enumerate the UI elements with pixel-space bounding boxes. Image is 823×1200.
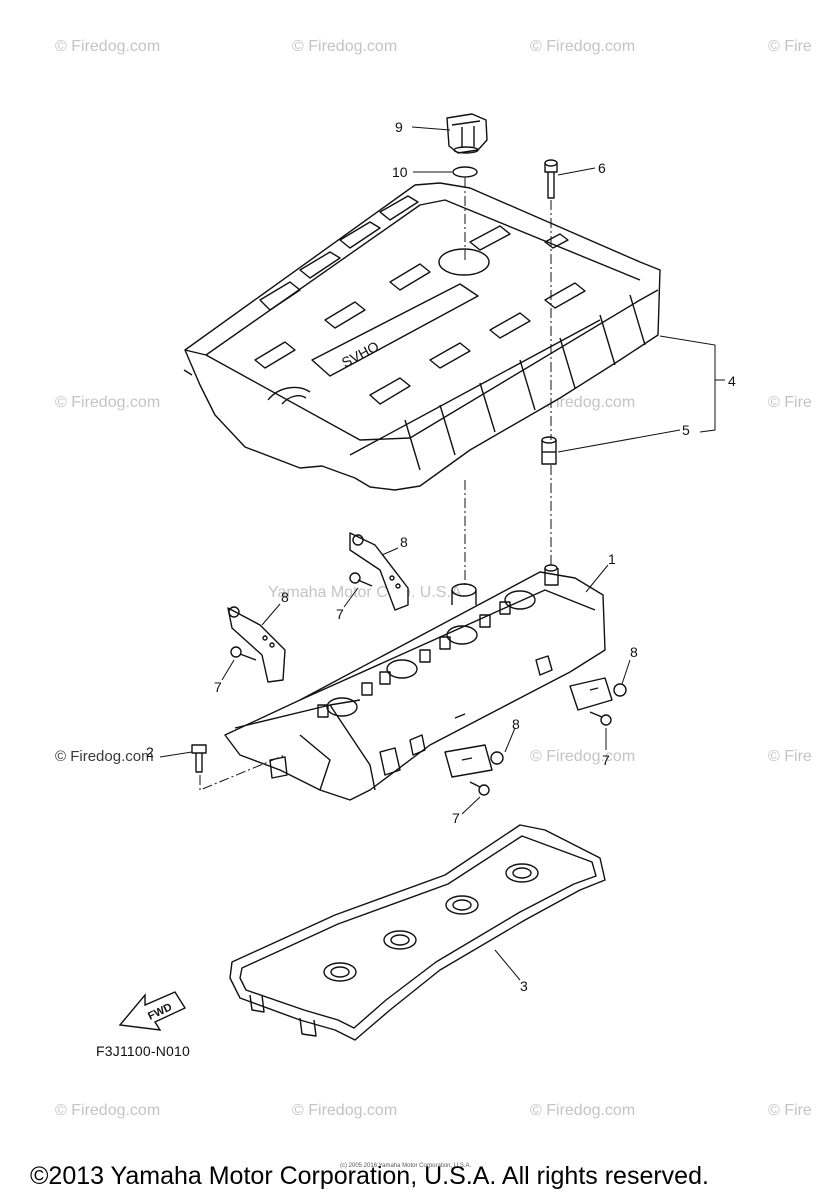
bracket	[349, 532, 409, 611]
cap-o-ring	[452, 166, 478, 178]
bracket	[444, 744, 504, 778]
leader-7a	[343, 587, 359, 608]
forward-arrow-icon: FWD	[118, 991, 187, 1031]
watermark: © Firedog.com	[292, 38, 398, 55]
diagram-code: F3J1100-N010	[96, 1043, 190, 1059]
oil-filler-cap	[446, 113, 488, 154]
callout-7: 7	[452, 810, 460, 826]
engine-top-cover	[183, 182, 661, 491]
cover-mount-bolt	[191, 744, 207, 773]
callout-7: 7	[336, 606, 344, 622]
bracket	[227, 606, 286, 683]
callout-7: 7	[214, 679, 222, 695]
callout-8: 8	[512, 716, 520, 732]
callout-5: 5	[682, 422, 690, 438]
watermark: © Fire	[768, 38, 812, 55]
leader-5	[557, 429, 681, 453]
leader-1	[585, 564, 609, 593]
watermark: © Firedog.com	[55, 1102, 161, 1119]
bracket-bolt	[589, 711, 612, 726]
watermark: © Firedog.com	[55, 394, 161, 411]
watermark: © Firedog.com	[530, 1102, 636, 1119]
leader-8a	[381, 547, 399, 556]
callout-6: 6	[598, 160, 606, 176]
footer-small-print: (c) 2005 2016 Yamaha Motor Corporation, …	[340, 1163, 472, 1169]
callout-2: 2	[146, 744, 154, 760]
leader-8b	[261, 603, 281, 626]
watermark: Yamaha Motor Corp. U.S.A.	[268, 584, 466, 601]
leader-2	[159, 751, 193, 758]
footer-copyright: ©2013 Yamaha Motor Corporation, U.S.A. A…	[30, 1162, 709, 1190]
leader-8d	[504, 727, 516, 753]
cover-grommet	[541, 436, 557, 465]
callout-1: 1	[608, 551, 616, 567]
cylinder-head-cover	[224, 564, 606, 801]
watermark: © Fire	[768, 748, 812, 765]
callout-4: 4	[728, 373, 736, 389]
leader-9	[411, 126, 451, 131]
bracket-bolt	[469, 781, 490, 796]
callout-9: 9	[395, 119, 403, 135]
leader-6	[557, 167, 596, 176]
leader-7b	[221, 659, 235, 681]
leader-8c	[621, 659, 631, 685]
head-cover-gasket	[229, 824, 606, 1041]
leader-7d	[461, 796, 481, 815]
callout-7: 7	[602, 752, 610, 768]
callout-8: 8	[630, 644, 638, 660]
leader-3	[494, 949, 521, 981]
bracket-bolt	[349, 572, 373, 587]
watermark: © Firedog.com	[292, 1102, 398, 1119]
bracket-bolt	[230, 646, 257, 661]
watermark: © Firedog.com	[530, 38, 636, 55]
leader-4	[659, 335, 716, 433]
callout-10: 10	[392, 164, 408, 180]
watermark: © Firedog.com	[530, 748, 636, 765]
callout-3: 3	[520, 978, 528, 994]
bracket	[569, 677, 627, 711]
callout-8: 8	[281, 589, 289, 605]
watermark-label: © Firedog.com	[55, 748, 154, 765]
watermark: © Fire	[768, 394, 812, 411]
callout-8: 8	[400, 534, 408, 550]
watermark: © Fire	[768, 1102, 812, 1119]
cover-bolt	[544, 159, 558, 199]
watermark: © Firedog.com	[55, 38, 161, 55]
